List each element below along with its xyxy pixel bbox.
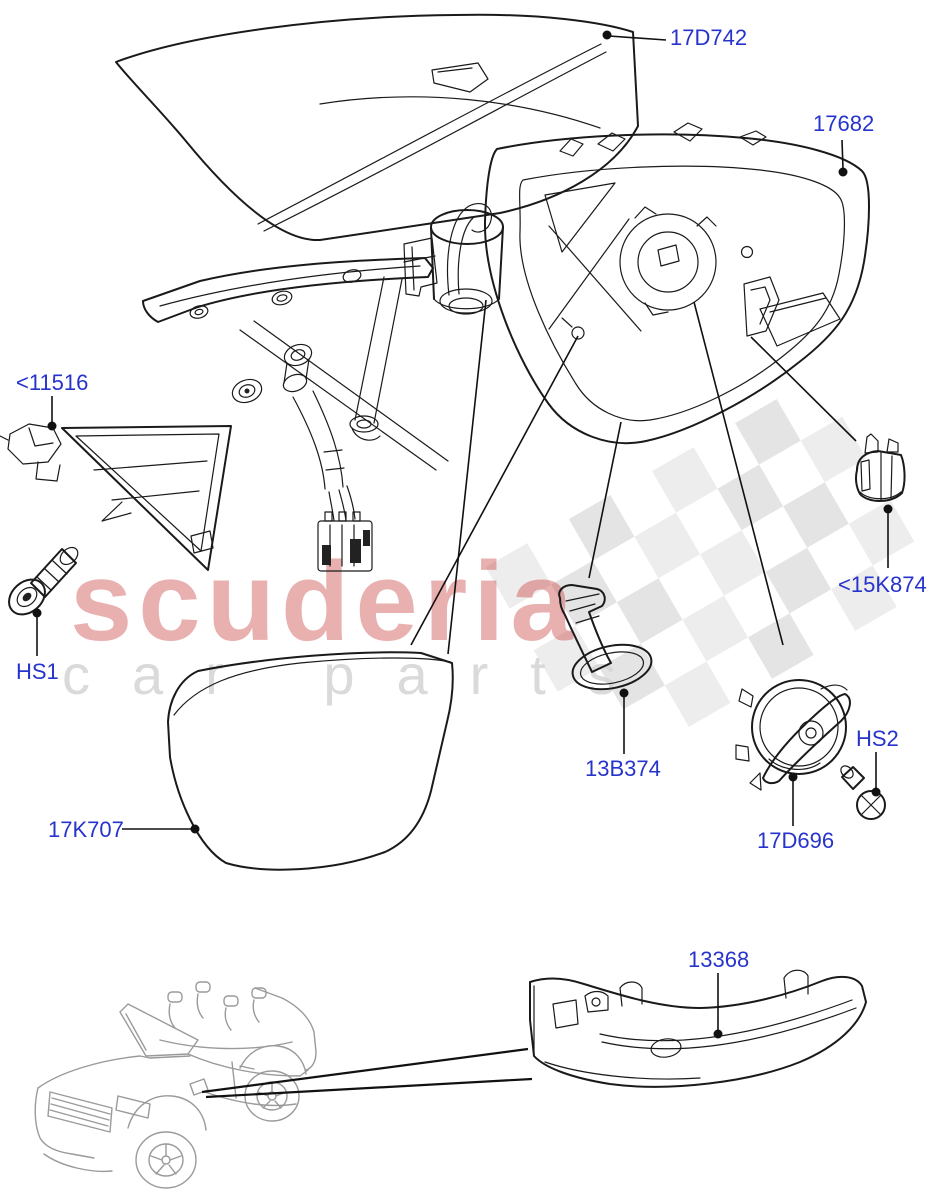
screw-hs2 <box>840 765 886 820</box>
motor-cover <box>855 433 906 502</box>
checkered-flag-watermark <box>485 399 915 727</box>
vehicle-reference-lines <box>201 1047 533 1099</box>
part-label-hs2[interactable]: HS2 <box>856 726 899 751</box>
mirror-head-housing <box>483 122 870 445</box>
mirror-arm-assembly <box>142 202 504 572</box>
part-label-13368[interactable]: 13368 <box>688 947 749 972</box>
mirror-motor <box>735 679 851 791</box>
part-label-13B374[interactable]: 13B374 <box>585 756 661 781</box>
part-label-17D696[interactable]: 17D696 <box>757 828 834 853</box>
mirror-glass <box>167 651 454 871</box>
assembly-lines <box>410 299 857 655</box>
part-label-17D742[interactable]: 17D742 <box>670 25 747 50</box>
mirror-cover-cap <box>115 13 639 242</box>
part-label-15K874[interactable]: <15K874 <box>838 572 927 597</box>
part-label-hs1[interactable]: HS1 <box>16 659 59 684</box>
part-label-11516[interactable]: <11516 <box>16 370 88 395</box>
door-trim-cover <box>0 423 232 571</box>
label-leaders <box>32 30 893 1039</box>
part-label-17K707[interactable]: 17K707 <box>48 817 124 842</box>
approach-lamp <box>558 584 653 691</box>
watermark-brand-text: scuderia <box>70 539 579 664</box>
screw-hs1 <box>8 546 79 616</box>
vehicle-locator-car <box>34 981 317 1189</box>
turn-signal-lamp <box>529 969 867 1088</box>
part-label-17682[interactable]: 17682 <box>813 111 874 136</box>
part-labels: 17D742 17682 <11516 HS1 17K707 13B374 17… <box>16 25 927 972</box>
